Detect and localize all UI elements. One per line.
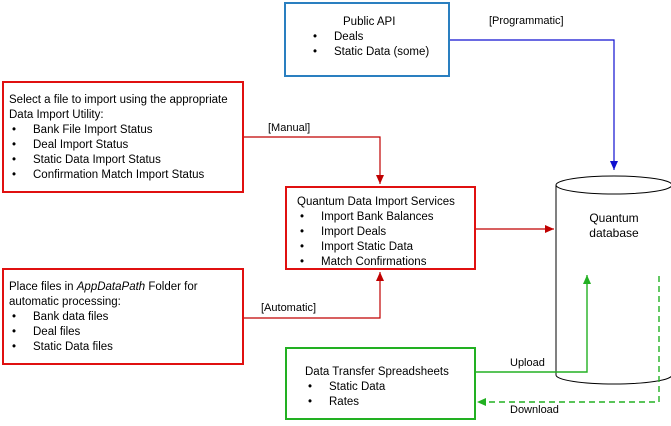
manual-label: [Manual] xyxy=(268,122,311,134)
automatic-connector xyxy=(242,272,384,319)
automatic-processing-line-2: automatic processing: xyxy=(9,296,121,308)
manual-connector xyxy=(242,136,384,184)
automatic-label: [Automatic] xyxy=(261,302,317,314)
import-services-box: Quantum Data Import Services Import Bank… xyxy=(285,186,476,270)
automatic-processing-line-1: Place files in AppDataPath Folder for xyxy=(9,280,242,295)
manual-import-list: Bank File Import Status Deal Import Stat… xyxy=(9,123,242,183)
quantum-database-cylinder xyxy=(555,175,671,385)
public-api-box: Public API Deals Static Data (some) xyxy=(284,2,450,77)
database-label-line-1: Quantum xyxy=(589,211,639,225)
download-connector xyxy=(477,276,660,406)
database-label-line-2: database xyxy=(589,226,639,240)
import-services-list: Import Bank Balances Import Deals Import… xyxy=(297,210,474,270)
list-item: Deals xyxy=(310,30,448,45)
data-transfer-spreadsheets-box: Data Transfer Spreadsheets Static Data R… xyxy=(285,347,476,420)
list-item: Rates xyxy=(305,395,474,410)
import-services-title: Quantum Data Import Services xyxy=(297,196,455,208)
automatic-prefix: Place files in xyxy=(9,281,77,293)
list-item: Static Data Import Status xyxy=(9,153,242,168)
programmatic-connector xyxy=(448,39,618,170)
automatic-suffix: Folder for xyxy=(145,281,198,293)
spreadsheets-list: Static Data Rates xyxy=(305,380,474,410)
programmatic-label: [Programmatic] xyxy=(489,15,564,27)
public-api-list: Deals Static Data (some) xyxy=(310,30,448,60)
list-item: Confirmation Match Import Status xyxy=(9,168,242,183)
manual-import-box: Select a file to import using the approp… xyxy=(2,81,244,193)
manual-import-line-1: Select a file to import using the approp… xyxy=(9,94,228,106)
list-item: Bank data files xyxy=(9,310,242,325)
automatic-processing-box: Place files in AppDataPath Folder for au… xyxy=(2,268,244,365)
spreadsheets-title: Data Transfer Spreadsheets xyxy=(305,366,449,378)
list-item: Deal files xyxy=(9,325,242,340)
automatic-processing-list: Bank data files Deal files Static Data f… xyxy=(9,310,242,355)
public-api-title: Public API xyxy=(343,16,396,28)
list-item: Bank File Import Status xyxy=(9,123,242,138)
manual-import-line-2: Data Import Utility: xyxy=(9,109,104,121)
upload-connector xyxy=(474,275,591,373)
list-item: Static Data xyxy=(305,380,474,395)
app-data-path-text: AppDataPath xyxy=(76,281,146,293)
list-item: Match Confirmations xyxy=(297,255,474,270)
upload-label: Upload xyxy=(510,357,545,369)
list-item: Static Data files xyxy=(9,340,242,355)
list-item: Static Data (some) xyxy=(310,45,448,60)
list-item: Import Static Data xyxy=(297,240,474,255)
download-label: Download xyxy=(510,404,559,416)
list-item: Import Bank Balances xyxy=(297,210,474,225)
list-item: Deal Import Status xyxy=(9,138,242,153)
list-item: Import Deals xyxy=(297,225,474,240)
